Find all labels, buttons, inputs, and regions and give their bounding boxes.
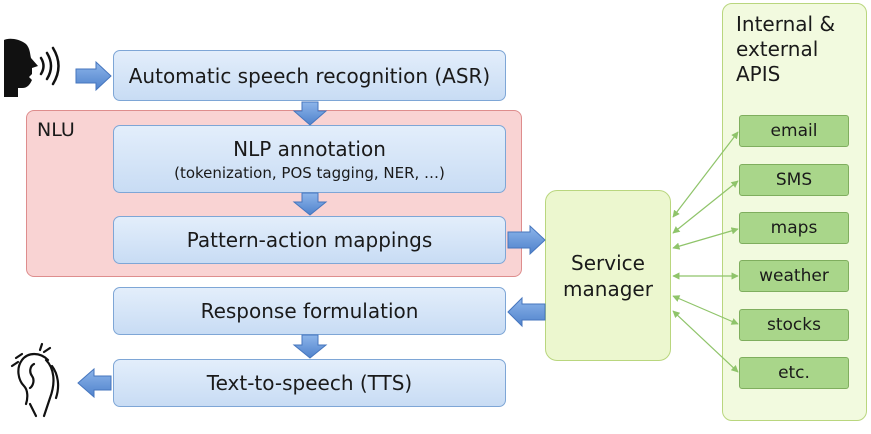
api-item-sms: SMS <box>739 164 849 196</box>
api-item-maps: maps <box>739 212 849 244</box>
connector-email <box>672 131 739 218</box>
arrow-response-to-tts <box>292 334 328 359</box>
asr-box: Automatic speech recognition (ASR) <box>113 50 506 101</box>
arrow-nlp-to-pattern <box>292 192 328 216</box>
tts-box: Text-to-speech (TTS) <box>113 359 506 407</box>
apis-title-line1: Internal & <box>736 12 836 36</box>
api-item-label: email <box>770 121 818 141</box>
apis-title-line2: external <box>736 37 819 61</box>
arrow-service-to-response <box>507 296 546 328</box>
connector-sms <box>672 180 739 234</box>
service-manager-line2: manager <box>563 276 653 301</box>
apis-title: Internal & external APIS <box>736 12 835 87</box>
api-item-label: weather <box>759 266 829 286</box>
api-item-email: email <box>739 115 849 147</box>
nlp-annotation-sublabel: (tokenization, POS tagging, NER, …) <box>174 163 445 182</box>
apis-title-line3: APIS <box>736 62 781 86</box>
response-formulation-label: Response formulation <box>200 299 419 323</box>
api-item-label: maps <box>770 218 818 238</box>
arrow-pattern-to-service <box>507 224 546 256</box>
nlp-annotation-label: NLP annotation <box>233 136 386 161</box>
api-item-weather: weather <box>739 260 849 292</box>
pattern-action-label: Pattern-action mappings <box>186 228 433 252</box>
api-connectors <box>672 131 739 373</box>
service-manager-line1: Service <box>571 250 645 275</box>
api-item-label: stocks <box>767 315 821 335</box>
nlu-label: NLU <box>37 119 75 141</box>
arrow-tts-to-ear <box>77 367 112 399</box>
asr-label: Automatic speech recognition (ASR) <box>128 63 491 88</box>
api-item-stocks: stocks <box>739 309 849 341</box>
nlp-annotation-box: NLP annotation (tokenization, POS taggin… <box>113 125 506 193</box>
arrow-asr-to-nlp <box>292 101 328 126</box>
tts-label: Text-to-speech (TTS) <box>206 371 413 395</box>
arrow-voice-to-asr <box>75 60 112 92</box>
listening-ear-icon <box>10 342 60 418</box>
api-item-label: etc. <box>778 363 810 383</box>
api-item-label: SMS <box>775 170 813 190</box>
speaking-head-icon <box>4 38 60 97</box>
api-item-etc: etc. <box>739 357 849 389</box>
connector-etc <box>672 310 739 373</box>
service-manager-box: Service manager <box>545 190 671 361</box>
connector-maps <box>672 227 739 250</box>
pattern-action-box: Pattern-action mappings <box>113 216 506 264</box>
